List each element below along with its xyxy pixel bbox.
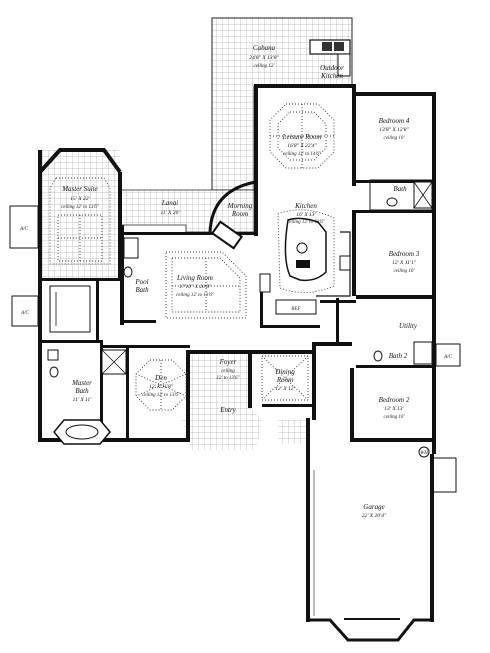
entry-tile	[182, 405, 262, 450]
room-labels: Cabana 24'8" X 13'8" ceiling 12' Outdoor…	[61, 44, 420, 519]
leisure-room-dim: 16'8" X 22'4"	[287, 142, 317, 149]
tiled-areas	[40, 17, 353, 450]
utility-name: Utility	[399, 322, 418, 330]
master-suite-name: Master Suite	[61, 185, 98, 193]
master-closet	[49, 285, 91, 333]
fixture-labels: A/C A/C A/C WH REF	[19, 227, 452, 456]
kitchen-counter	[259, 231, 351, 315]
exterior-pads	[9, 205, 461, 493]
bath-2-fixtures	[373, 341, 433, 365]
master-suite-ceiling: ceiling 12' to 13'6"	[61, 205, 100, 210]
cabana-ceiling: ceiling 12'	[254, 64, 276, 69]
morning-room-bay	[208, 180, 257, 233]
outdoor-kitchen-name-2: Kitchen	[320, 72, 343, 80]
bedroom-3-name: Bedroom 3	[389, 250, 420, 258]
master-bath-dim: 11' X 11'	[73, 397, 92, 403]
living-room-ceiling-detail	[165, 251, 247, 319]
wh-label: WH	[420, 451, 428, 456]
bedroom-2-ceiling: ceiling 10'	[384, 415, 406, 420]
pool-bath-name-1: Pool	[134, 278, 148, 286]
den-name: Den	[154, 374, 167, 382]
master-suite-dim: 15' X 22'	[70, 196, 90, 202]
den-ceiling-detail	[135, 359, 187, 411]
foyer-ceiling-1: ceiling	[221, 369, 235, 374]
ac-left-label: A/C	[19, 227, 28, 232]
kitchen-name: Kitchen	[294, 202, 317, 210]
ac-left2-label: A/C	[20, 311, 29, 316]
cabana-dim: 24'8" X 13'8"	[249, 54, 279, 61]
living-room-name: Living Room	[176, 274, 213, 282]
leisure-room-name: Leisure Room	[282, 133, 322, 141]
kitchen-island	[277, 209, 335, 293]
master-bath-tub	[47, 349, 127, 445]
ac-right-label: A/C	[443, 355, 452, 360]
den-dim: 12' X 11'8"	[149, 384, 174, 390]
ref-label: REF	[290, 307, 301, 312]
leisure-room-ceiling: ceiling 12' to 14'6"	[283, 152, 322, 157]
den-ceiling: ceiling 12' to 13'6"	[142, 393, 181, 398]
leisure-ceiling-detail	[269, 103, 335, 169]
exterior-walls	[38, 84, 436, 642]
morning-room-name-2: Room	[231, 210, 248, 218]
bath-2-name: Bath 2	[389, 352, 408, 360]
bedroom-4-dim: 13'8" X 12'8"	[379, 127, 409, 133]
bedroom-4-name: Bedroom 4	[379, 117, 410, 125]
bedroom-4-ceiling: ceiling 10'	[384, 136, 406, 141]
interior-walls	[42, 179, 433, 440]
kitchen-dim: 16' X 13'	[296, 212, 316, 218]
bedroom-3-dim: 12' X 11'1"	[392, 260, 417, 266]
dining-room-name-1: Dining	[274, 368, 295, 376]
master-bath-name-1: Master	[71, 379, 92, 387]
kitchen-ceiling: ceiling 12' to 13'6"	[287, 220, 326, 225]
bath-top-fixtures	[386, 181, 433, 209]
lanai-name: Lanai	[161, 199, 178, 207]
pool-bath-fixtures	[123, 237, 139, 278]
dining-room-dim: 12' X 12'	[275, 386, 295, 392]
morning-room-name-1: Morning	[227, 202, 253, 210]
fireplace	[210, 220, 244, 250]
living-room-ceiling: ceiling 12' to 13'6"	[176, 293, 215, 298]
bath-top-name: Bath	[393, 185, 407, 193]
garage-name: Garage	[363, 503, 384, 511]
master-bath-name-2: Bath	[75, 387, 89, 395]
porch-right-tile	[278, 420, 308, 444]
dining-room-name-2: Room	[276, 376, 293, 384]
foyer-ceiling-2: 12' to 13'6"	[216, 376, 240, 381]
outdoor-kitchen-counter	[309, 39, 351, 77]
master-suite-ceiling-detail	[49, 177, 111, 265]
bedroom-2-dim: 13' X 13'	[384, 406, 404, 412]
foyer-tile	[190, 355, 248, 405]
living-room-dim: 17'10" X 20'8"	[179, 284, 212, 290]
garage-dim: 22' X 20'4"	[362, 512, 387, 519]
foyer-name: Foyer	[219, 358, 237, 366]
bedroom-3-ceiling: ceiling 10'	[394, 269, 416, 274]
entry-name: Entry	[219, 406, 236, 414]
master-suite-tile	[40, 150, 120, 278]
lanai-dim: 11' X 20'	[160, 210, 180, 216]
outdoor-kitchen-name-1: Outdoor	[320, 64, 344, 72]
cabana-name: Cabana	[253, 44, 276, 52]
bedroom-2-name: Bedroom 2	[379, 396, 410, 404]
pool-bath-name-2: Bath	[135, 286, 149, 294]
